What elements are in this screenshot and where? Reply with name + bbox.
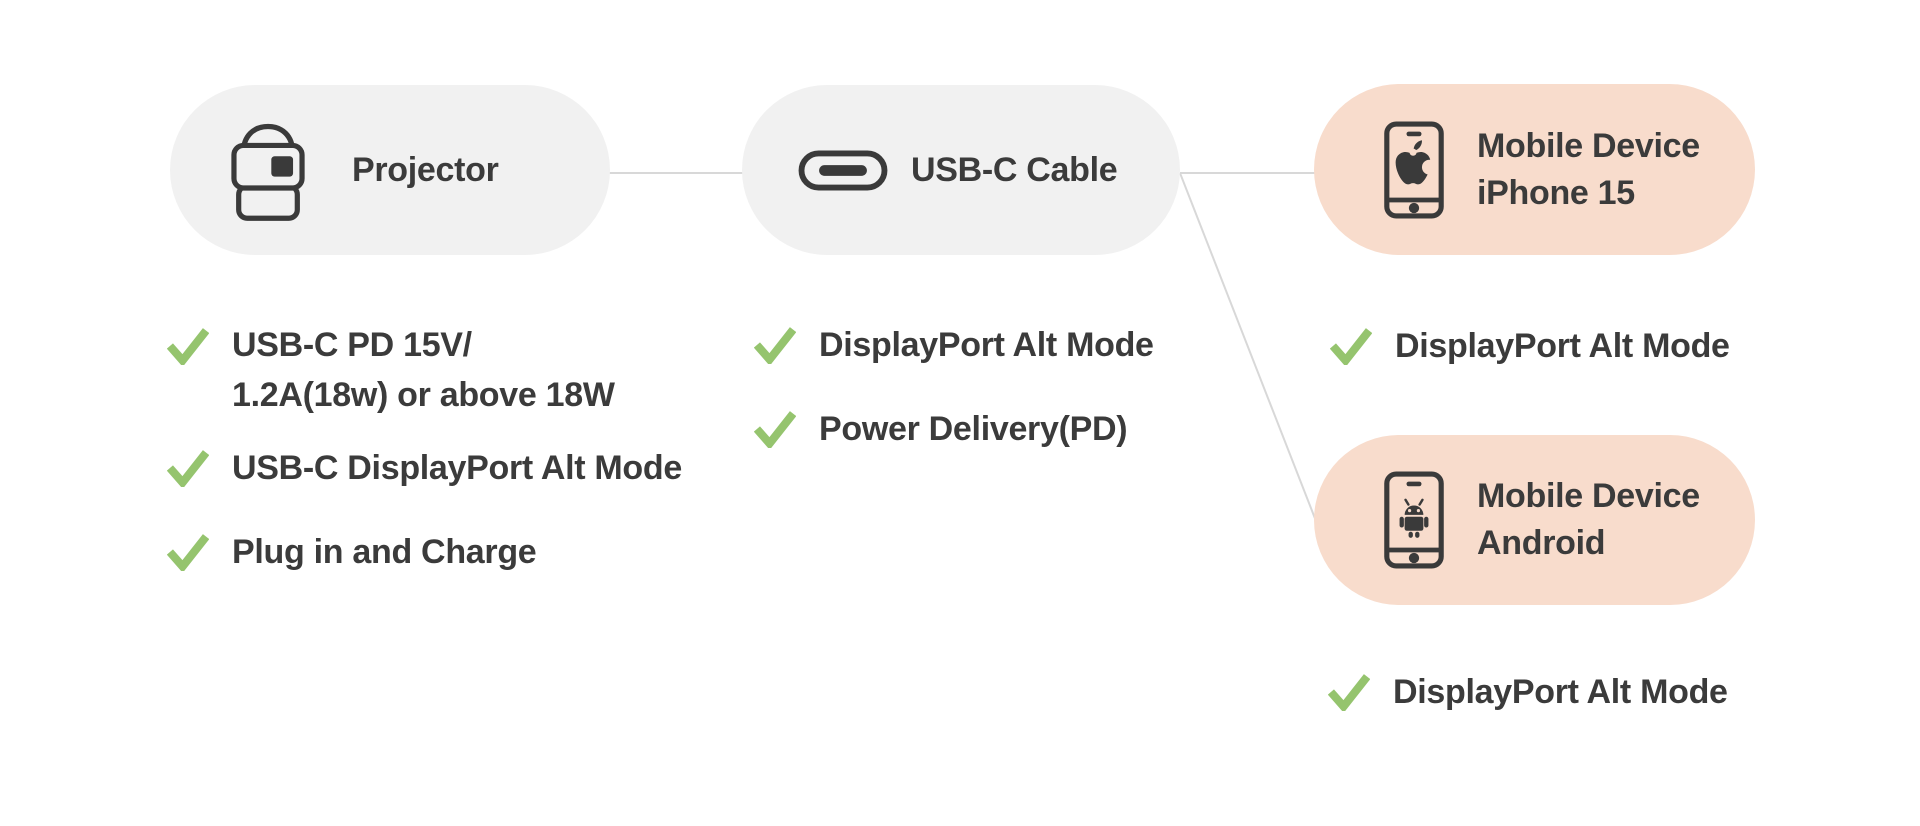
- android-label-line2: Android: [1477, 524, 1606, 562]
- feature-text: DisplayPort Alt Mode: [1395, 326, 1730, 365]
- usb-c-cable-label: USB-C Cable: [911, 150, 1118, 189]
- feature-text: USB-C PD 15V/ 1.2A(18w) or above 18W: [232, 320, 615, 420]
- cable-feature-power-delivery: Power Delivery(PD): [754, 407, 1128, 451]
- projector-node: Projector: [170, 85, 610, 255]
- mobile-device-iphone-node: Mobile Device iPhone 15: [1314, 84, 1755, 255]
- cable-feature-alt-mode: DisplayPort Alt Mode: [754, 323, 1154, 367]
- projector-feature-charge: Plug in and Charge: [167, 530, 537, 574]
- android-feature-alt-mode: DisplayPort Alt Mode: [1328, 670, 1728, 714]
- checkmark-icon: [1328, 674, 1370, 711]
- feature-text: DisplayPort Alt Mode: [1393, 672, 1728, 711]
- projector-icon: [231, 123, 305, 221]
- iphone-feature-alt-mode: DisplayPort Alt Mode: [1330, 324, 1730, 368]
- projector-label: Projector: [352, 150, 499, 189]
- iphone-label-line2: iPhone 15: [1477, 173, 1635, 212]
- iphone-label-line1: Mobile Device: [1477, 126, 1700, 165]
- checkmark-icon: [1330, 328, 1372, 365]
- iphone-apple-icon: [1384, 120, 1444, 219]
- checkmark-icon: [167, 328, 209, 365]
- line-cable-to-android: [1179, 172, 1317, 522]
- feature-text: Plug in and Charge: [232, 532, 537, 571]
- projector-feature-alt-mode: USB-C DisplayPort Alt Mode: [167, 446, 682, 490]
- feature-text: Power Delivery(PD): [819, 409, 1128, 448]
- android-label-line1: Mobile Device: [1477, 477, 1700, 515]
- checkmark-icon: [167, 534, 209, 571]
- usb-c-cable-node: USB-C Cable: [742, 85, 1180, 255]
- usb-c-port-icon: [798, 149, 888, 191]
- checkmark-icon: [754, 411, 796, 448]
- projector-feature-power: USB-C PD 15V/ 1.2A(18w) or above 18W: [167, 320, 615, 420]
- feature-text-line1: USB-C PD 15V/: [232, 326, 472, 364]
- feature-text: DisplayPort Alt Mode: [819, 325, 1154, 364]
- feature-text-line2: 1.2A(18w) or above 18W: [232, 376, 615, 414]
- mobile-device-android-label: Mobile Device Android: [1477, 473, 1700, 567]
- android-phone-icon: [1384, 471, 1444, 569]
- checkmark-icon: [167, 450, 209, 487]
- mobile-device-iphone-label: Mobile Device iPhone 15: [1477, 123, 1700, 217]
- feature-text: USB-C DisplayPort Alt Mode: [232, 448, 682, 487]
- checkmark-icon: [754, 327, 796, 364]
- mobile-device-android-node: Mobile Device Android: [1314, 435, 1755, 605]
